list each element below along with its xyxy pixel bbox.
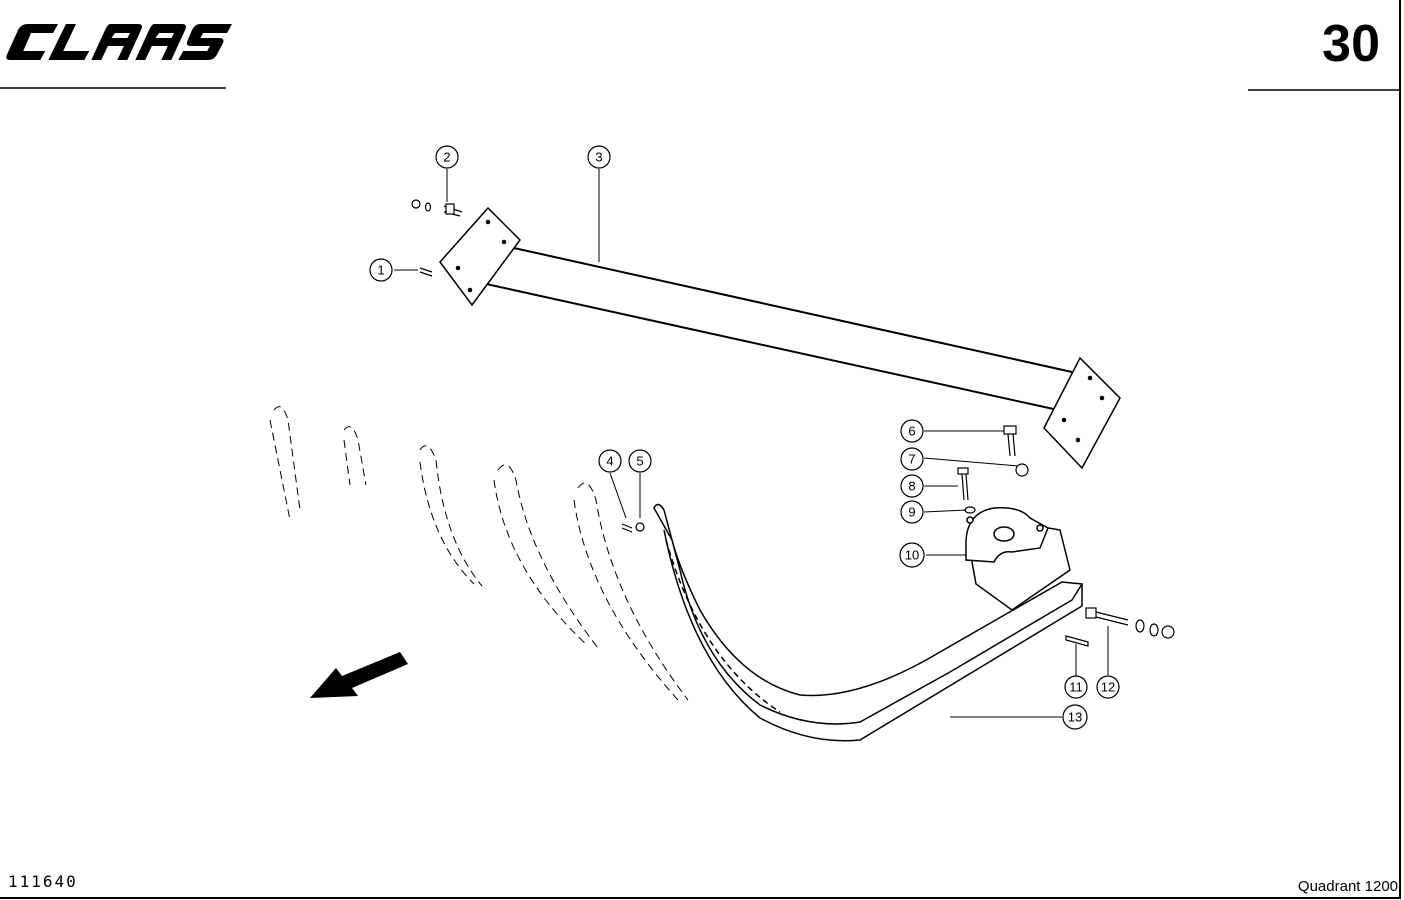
callout-9: 9 [900,500,924,524]
callout-label-8: 8 [908,479,915,494]
callout-label-10: 10 [905,548,919,563]
callout-label-6: 6 [908,424,915,439]
callout-label-13: 13 [1068,710,1082,725]
callout-5: 5 [628,449,652,473]
callout-label-3: 3 [595,150,602,165]
callout-13: 13 [1062,704,1088,730]
nut-part-7 [1015,463,1029,477]
pin-part-11 [1065,635,1089,647]
callout-6: 6 [900,419,924,443]
leader-lines [394,169,1109,718]
washer-part-9 [964,506,976,514]
callout-label-12: 12 [1101,680,1115,695]
callout-12: 12 [1096,675,1120,699]
callout-label-5: 5 [636,454,643,469]
page-number: 30 [1322,15,1380,73]
bracket-part-10 [965,506,1071,611]
callout-label-2: 2 [443,150,450,165]
callout-label-11: 11 [1069,680,1083,695]
pin-part-1 [419,267,433,277]
claas-logo [6,24,232,60]
bolt-part-8 [957,467,969,501]
callout-11: 11 [1064,675,1088,699]
model-name: Quadrant 1200 [1297,878,1398,895]
direction-arrow [310,652,408,698]
callout-label-9: 9 [908,505,915,520]
ghost-tines [269,406,689,701]
callout-8: 8 [900,474,924,498]
callout-label-1: 1 [377,263,384,278]
callout-2: 2 [435,145,459,169]
callout-10: 10 [899,542,925,568]
callout-7: 7 [900,447,924,471]
bolt-part-2 [411,199,463,217]
callout-label-4: 4 [606,454,613,469]
tine-part-13 [653,503,1084,742]
fasteners-parts-4-5 [621,522,645,533]
callout-1: 1 [369,258,393,282]
callout-label-7: 7 [908,452,915,467]
callout-3: 3 [587,145,611,169]
bolt-part-12 [1085,607,1175,639]
callout-4: 4 [598,449,622,473]
drawing-number: 111640 [8,872,78,891]
tube-assembly [439,206,1121,470]
bolt-part-6 [1003,425,1017,457]
